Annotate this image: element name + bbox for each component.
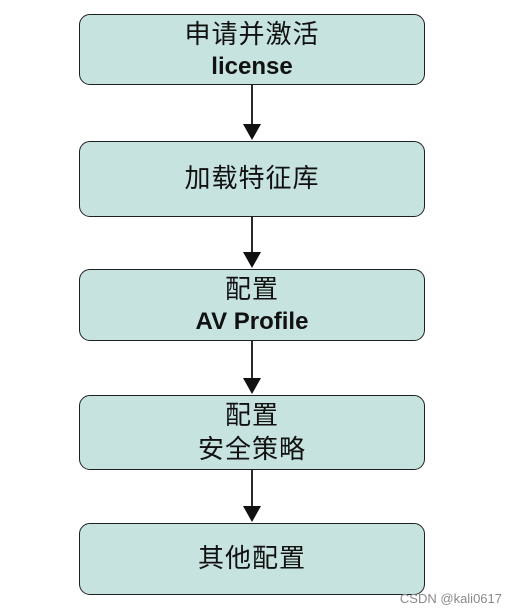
arrow-step1-to-step2 (243, 84, 261, 140)
step-1-title: 申请并激活 (184, 19, 320, 50)
step-4-subtitle: 安全策略 (197, 434, 306, 465)
arrow-step3-to-step4 (243, 340, 261, 394)
step-4-title: 配置 (224, 400, 279, 431)
step-2-title: 加载特征库 (184, 164, 320, 194)
step-1-subtitle: license (211, 52, 293, 80)
step-2-box: 加载特征库 (79, 141, 425, 217)
step-3-title: 配置 (224, 275, 279, 305)
arrow-step2-to-step3 (243, 216, 261, 268)
step-5-title: 其他配置 (197, 544, 306, 574)
step-1-box: 申请并激活 license (79, 14, 425, 85)
step-3-box: 配置 AV Profile (79, 269, 425, 341)
step-4-box: 配置 安全策略 (79, 395, 425, 470)
watermark-text: CSDN @kali0617 (399, 591, 502, 606)
step-3-subtitle: AV Profile (195, 308, 309, 335)
arrow-step4-to-step5 (243, 469, 261, 522)
step-5-box: 其他配置 (79, 523, 425, 595)
